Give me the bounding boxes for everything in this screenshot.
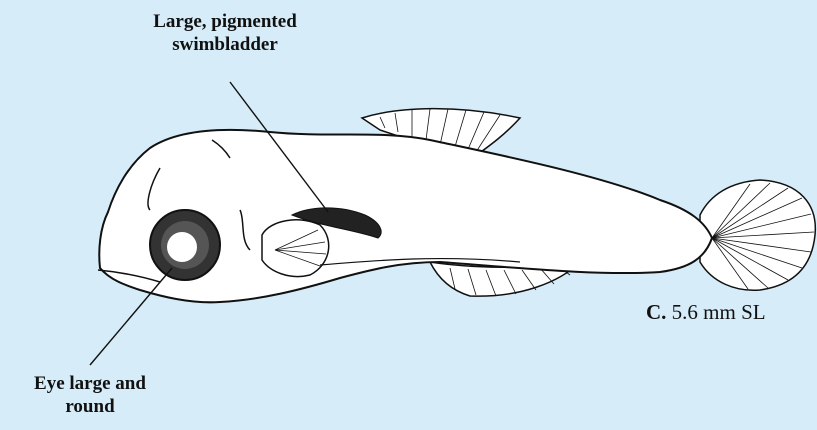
caption-size: 5.6 mm SL [672,300,766,324]
pectoral-fin [262,220,329,277]
eye-label: Eye large and round [0,372,180,418]
eye-pupil [167,232,197,262]
swimbladder-label: Large, pigmented swimbladder [110,10,340,56]
eye-label-line2: round [0,395,180,418]
caption: C. 5.6 mm SL [646,300,766,325]
swimbladder-label-line1: Large, pigmented [110,10,340,33]
eye-label-line1: Eye large and [0,372,180,395]
swimbladder-label-line2: swimbladder [110,33,340,56]
caption-letter: C. [646,300,666,324]
